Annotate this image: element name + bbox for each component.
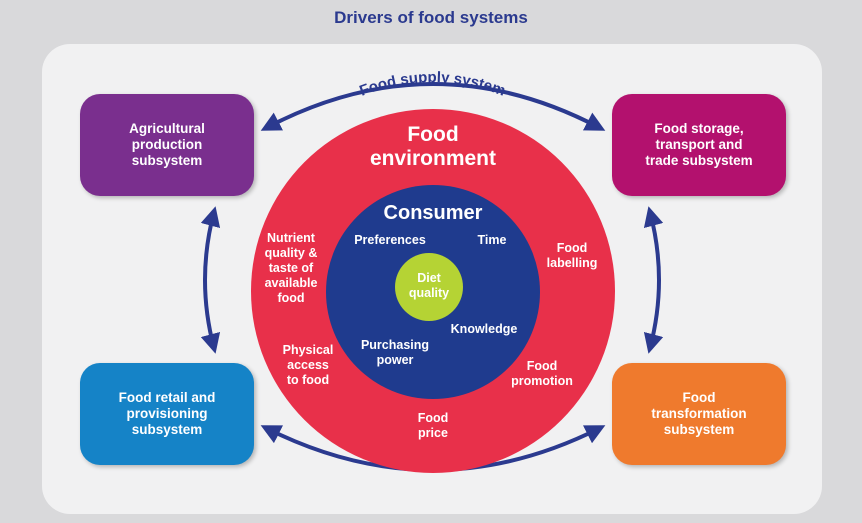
diet-quality-circle	[395, 253, 463, 321]
factor-food-price: Food price	[417, 411, 449, 440]
transformation-label: Food transformation subsystem	[651, 390, 747, 437]
agricultural-label: Agricultural production subsystem	[129, 121, 205, 168]
consumer-knowledge: Knowledge	[450, 322, 518, 336]
factor-food-labelling: Food labelling	[546, 241, 598, 270]
factor-nutrient-quality: Nutrient quality & taste of available fo…	[264, 231, 318, 305]
consumer-purchasing-power: Purchasing power	[360, 338, 430, 367]
retail-label: Food retail and provisioning subsystem	[118, 390, 216, 437]
supply-arrow-right	[643, 206, 664, 354]
diagram-title: Drivers of food systems	[334, 8, 528, 27]
supply-arrow-left	[200, 206, 221, 354]
storage-label: Food storage, transport and trade subsys…	[645, 121, 753, 168]
food-storage-subsystem: Food storage, transport and trade subsys…	[612, 94, 786, 196]
factor-physical-access: Physical access to food	[282, 343, 334, 387]
supply-arrow-top	[260, 82, 606, 131]
food-transformation-subsystem: Food transformation subsystem	[612, 363, 786, 465]
diet-quality-label: Diet quality	[408, 271, 450, 300]
supply-system-label: Food supply system	[357, 69, 507, 100]
consumer-preferences: Preferences	[354, 233, 426, 247]
agricultural-production-subsystem: Agricultural production subsystem	[80, 94, 254, 196]
food-environment-title: Food environment	[369, 123, 497, 170]
consumer-time: Time	[477, 233, 507, 247]
consumer-title: Consumer	[383, 202, 483, 224]
factor-food-promotion: Food promotion	[511, 359, 573, 388]
food-retail-subsystem: Food retail and provisioning subsystem	[80, 363, 254, 465]
